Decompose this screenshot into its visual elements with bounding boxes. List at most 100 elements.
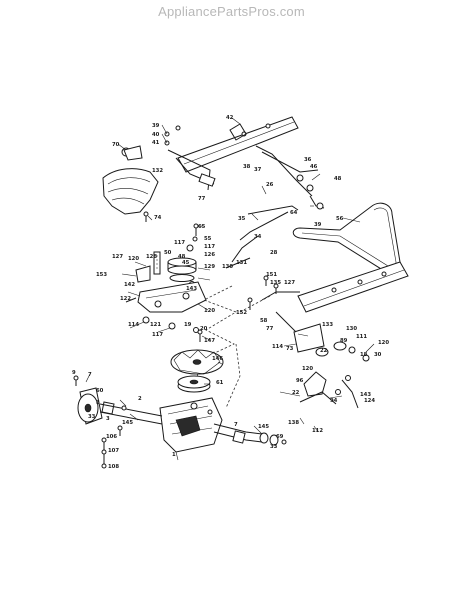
site-watermark: AppliancePartsPros.com [158, 4, 305, 19]
mount-bolt [101, 437, 107, 469]
callout-114b: 114 [272, 344, 283, 350]
cooling-fan [170, 349, 224, 375]
callout-3: 3 [106, 416, 110, 422]
callout-117: 117 [174, 240, 185, 246]
callout-126: 126 [204, 252, 215, 258]
callout-34: 34 [254, 234, 262, 240]
callout-117c: 117 [152, 332, 163, 338]
upper-frame-rail [177, 116, 299, 173]
callout-74: 74 [154, 215, 162, 221]
callout-114: 114 [128, 322, 139, 328]
callout-19: 19 [184, 322, 192, 328]
callout-151: 151 [266, 272, 277, 278]
callout-38: 38 [243, 164, 251, 170]
callout-143b: 143 [360, 392, 371, 398]
clutch-pulley-assembly [153, 236, 198, 287]
callout-89: 89 [340, 338, 348, 344]
callout-40: 40 [152, 132, 160, 138]
callout-120c: 120 [378, 340, 389, 346]
callout-50: 50 [164, 250, 172, 256]
callout-leaders [85, 117, 375, 461]
callout-9: 9 [72, 370, 76, 376]
callout-7b: 7 [234, 422, 238, 428]
callout-33b: 33 [270, 444, 278, 450]
callout-18: 18 [360, 352, 368, 358]
callout-39b: 39 [314, 222, 322, 228]
hood-panel [102, 168, 159, 215]
callout-45: 45 [182, 260, 190, 266]
callout-8: 8 [96, 400, 100, 406]
right-frame-rail [297, 261, 409, 313]
callout-112: 112 [312, 428, 323, 434]
callout-7: 7 [88, 372, 92, 378]
drive-belt [292, 202, 401, 275]
callout-120b: 120 [204, 308, 215, 314]
callout-143: 143 [186, 286, 197, 292]
callout-121: 121 [150, 322, 161, 328]
callout-130: 130 [222, 264, 233, 270]
callout-70: 70 [112, 142, 120, 148]
callout-65: 65 [198, 224, 206, 230]
callout-96: 96 [296, 378, 304, 384]
shift-rods [225, 205, 300, 301]
right-axle [213, 423, 287, 446]
callout-77b: 77 [266, 326, 274, 332]
callout-56: 56 [336, 216, 344, 222]
callout-117b: 117 [204, 244, 215, 250]
callout-132: 132 [152, 168, 163, 174]
callout-129: 129 [204, 264, 215, 270]
callout-41: 41 [152, 140, 160, 146]
callout-69: 69 [276, 434, 284, 440]
callout-30: 30 [374, 352, 382, 358]
callout-labels: 39 40 41 42 70 132 38 37 36 46 48 26 77 … [72, 115, 389, 470]
callout-145b: 145 [258, 424, 269, 430]
callout-33: 33 [88, 414, 96, 420]
callout-1: 1 [172, 452, 176, 458]
callout-22b: 22 [292, 390, 300, 396]
callout-39: 39 [152, 123, 160, 129]
callout-127: 127 [112, 254, 123, 260]
callout-35: 35 [238, 216, 246, 222]
axle-bracket-right [275, 311, 370, 409]
callout-58: 58 [260, 318, 268, 324]
callout-36: 36 [304, 157, 312, 163]
callout-22: 22 [320, 348, 328, 354]
callout-131: 131 [236, 260, 247, 266]
callout-130b: 130 [346, 326, 357, 332]
callout-28: 28 [270, 250, 278, 256]
callout-120: 120 [128, 256, 139, 262]
callout-107: 107 [108, 448, 119, 454]
transmission-pulley [177, 375, 211, 393]
callout-145: 145 [122, 420, 133, 426]
callout-77: 77 [198, 196, 206, 202]
callout-147: 147 [204, 338, 215, 344]
callout-20: 20 [200, 326, 208, 332]
callout-46: 46 [310, 164, 318, 170]
left-axle-hub [77, 387, 163, 425]
callout-124: 124 [364, 398, 375, 404]
brake-pedal-linkage [121, 123, 325, 210]
callout-127b: 127 [284, 280, 295, 286]
callout-146: 146 [212, 356, 223, 362]
callout-64: 64 [290, 210, 298, 216]
callout-37: 37 [254, 167, 262, 173]
transmission-housing [159, 397, 223, 453]
callout-73: 73 [286, 346, 294, 352]
idler-bracket [125, 265, 207, 333]
callout-42: 42 [226, 115, 234, 121]
callout-60: 60 [96, 388, 104, 394]
callout-142: 142 [124, 282, 135, 288]
callout-48b: 48 [178, 254, 186, 260]
callout-2: 2 [138, 396, 142, 402]
callout-94: 94 [330, 398, 338, 404]
callout-26: 26 [266, 182, 274, 188]
callout-135: 135 [270, 280, 281, 286]
callout-128: 128 [146, 254, 157, 260]
callout-120d: 120 [302, 366, 313, 372]
callout-122: 122 [120, 296, 131, 302]
callout-55: 55 [204, 236, 212, 242]
callout-108: 108 [108, 464, 119, 470]
callout-106: 106 [106, 434, 117, 440]
callout-152: 152 [236, 310, 247, 316]
